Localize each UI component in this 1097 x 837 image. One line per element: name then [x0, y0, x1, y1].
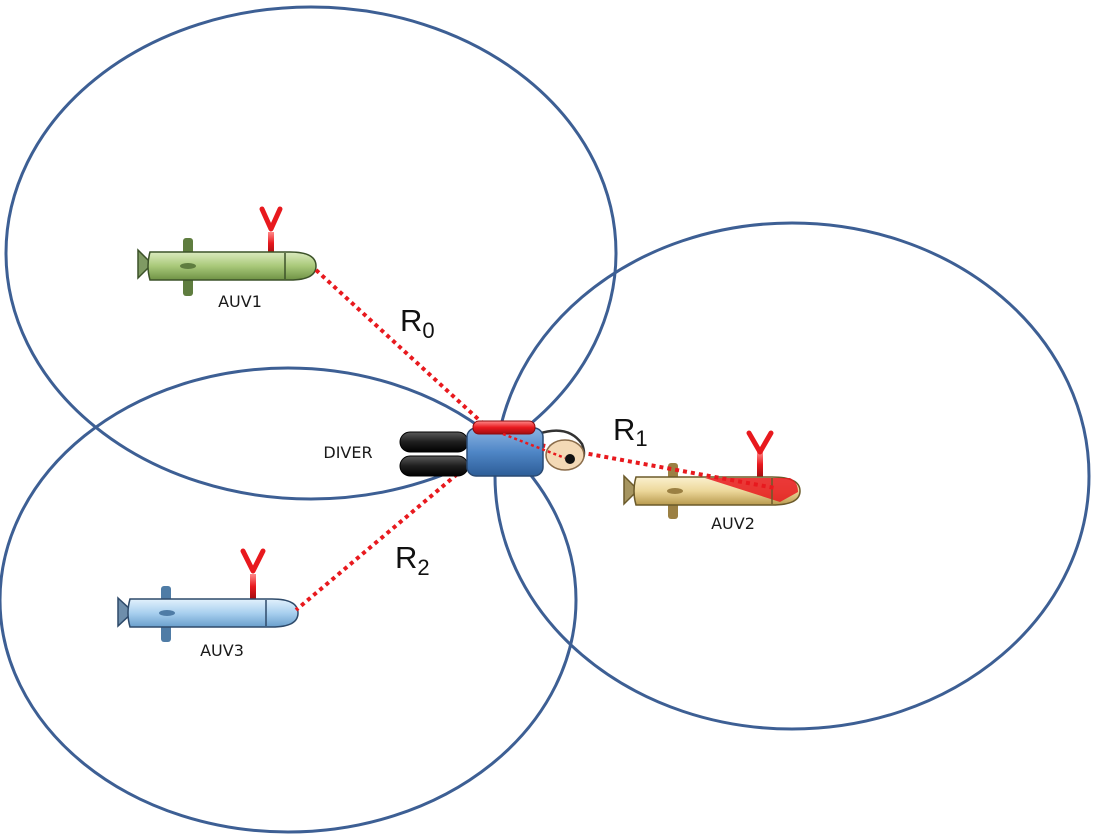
range-line-r0	[314, 268, 492, 432]
range-label-r0: R0	[400, 303, 435, 343]
diver-label: DIVER	[323, 443, 372, 462]
range-label-r1: R1	[613, 412, 648, 451]
range-circle-auv1	[4, 5, 618, 501]
range-circle-auv3	[0, 366, 578, 834]
range-label-r0-subscript: 0	[422, 318, 434, 343]
auv3-vehicle-icon	[117, 548, 299, 642]
auv2-vehicle-icon	[623, 430, 801, 519]
range-label-r2: R2	[395, 540, 430, 580]
range-label-r2-subscript: 2	[417, 555, 429, 580]
auv1-label: AUV1	[218, 292, 262, 311]
range-line-r1	[501, 436, 776, 490]
range-lines	[294, 268, 776, 612]
auv2-label: AUV2	[711, 514, 755, 533]
diver-icon	[399, 420, 586, 477]
range-label-r1-subscript: 1	[635, 426, 647, 451]
range-circle-auv2	[493, 221, 1091, 731]
auv3-label: AUV3	[200, 641, 244, 660]
auv1-vehicle-icon	[137, 206, 317, 296]
